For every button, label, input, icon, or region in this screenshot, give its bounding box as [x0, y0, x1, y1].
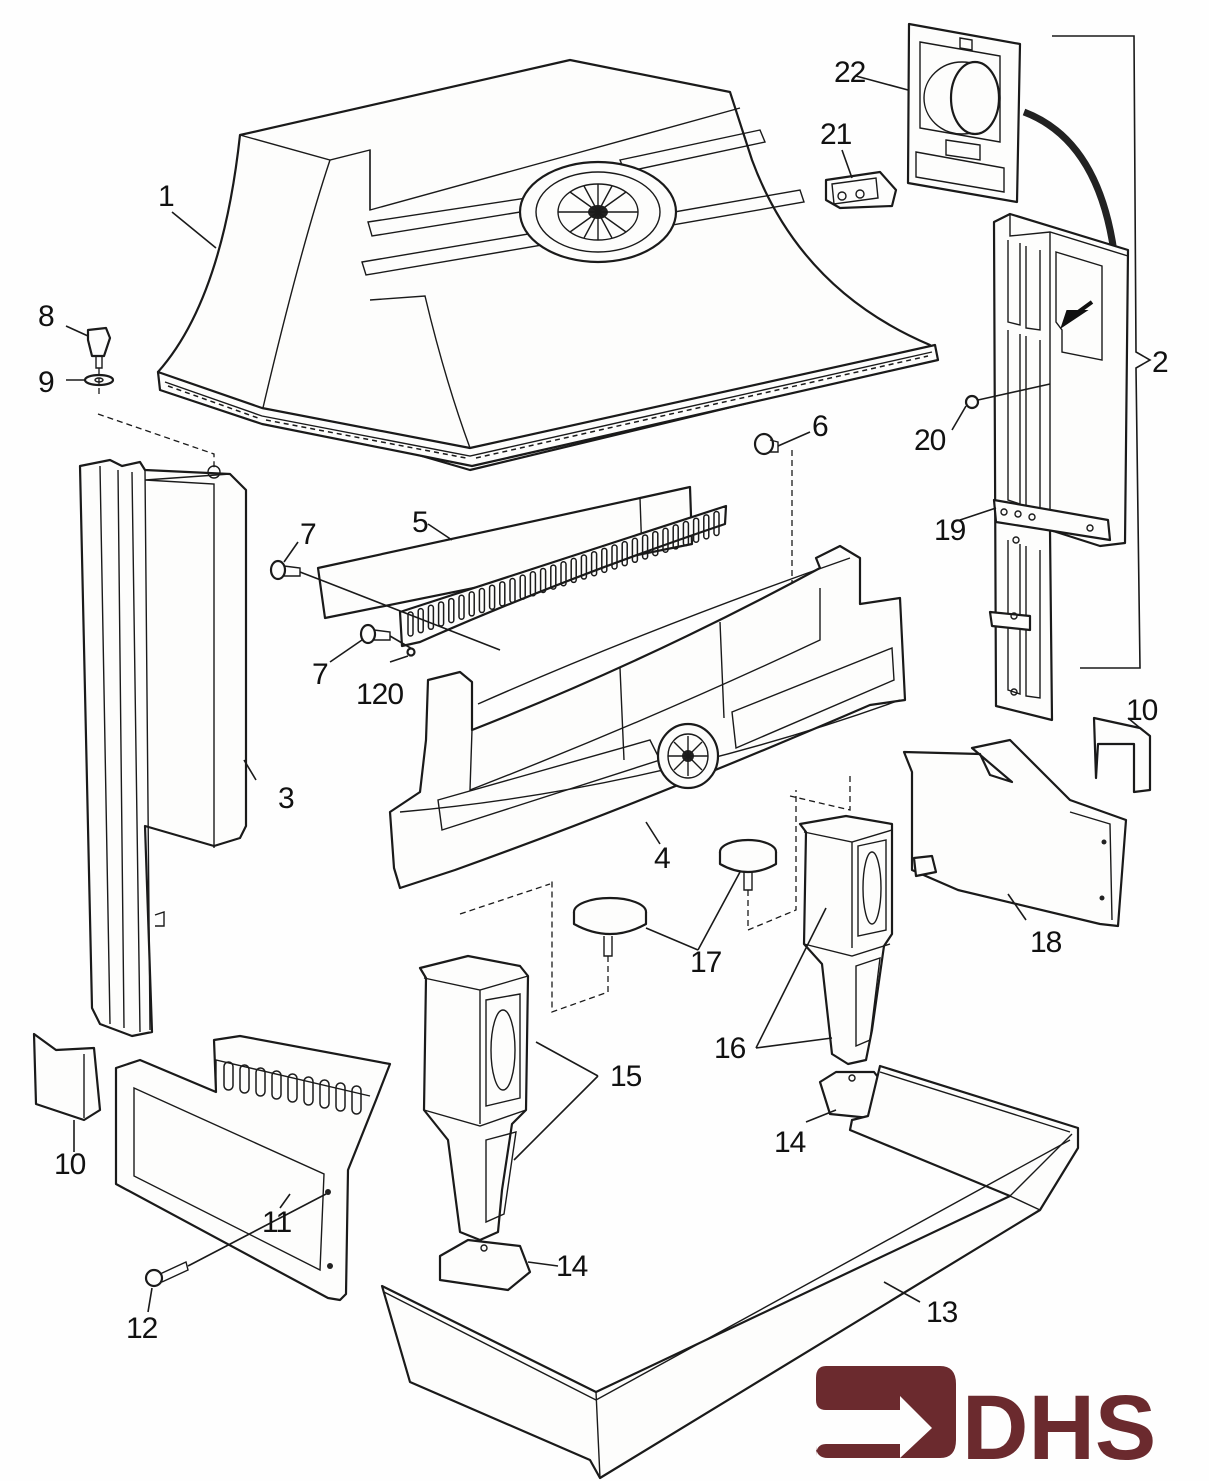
baffle-louvres — [407, 510, 720, 637]
louvre-slot — [692, 517, 700, 543]
callout-1: 1 — [158, 180, 174, 213]
louvre-slot — [611, 544, 618, 570]
part-rear-bracket — [902, 738, 1128, 928]
callout-6: 6 — [812, 410, 828, 443]
louvre-slot — [488, 584, 496, 610]
callout-120: 120 — [356, 678, 403, 711]
part-front-fret — [388, 544, 907, 890]
callout-18: 18 — [1030, 926, 1062, 959]
bracket-line-2 — [1052, 35, 1152, 669]
louvre-slot — [303, 1076, 314, 1106]
callout-15: 15 — [610, 1060, 642, 1093]
louvre-slot — [703, 514, 710, 540]
part-screw-top — [269, 559, 501, 651]
part-leg-top-knob-left — [572, 896, 648, 957]
louvre-slot — [499, 581, 506, 607]
rosette-icon — [557, 183, 639, 241]
callout-labels: 1 2 3 4 5 6 7 7 8 9 10 10 11 12 13 14 14… — [38, 56, 1169, 1345]
louvre-slot — [509, 577, 516, 604]
part-nut — [406, 647, 416, 657]
louvre-slot — [672, 524, 679, 550]
louvre-slot — [570, 557, 577, 584]
logo-text: DHS — [962, 1377, 1156, 1479]
callout-8: 8 — [38, 300, 54, 333]
callout-2: 2 — [1152, 346, 1168, 379]
louvre-slot — [255, 1067, 266, 1097]
part-canopy-hood — [156, 58, 940, 472]
louvre-slot — [427, 604, 435, 631]
louvre-slot — [319, 1079, 330, 1109]
louvre-slot — [631, 537, 639, 564]
callout-13: 13 — [926, 1296, 958, 1329]
part-louvred-baffle — [316, 485, 728, 648]
part-side-bracket — [114, 1034, 392, 1302]
part-star-washer — [964, 383, 1051, 410]
part-clip-left — [32, 1032, 102, 1122]
louvre-slot — [529, 571, 537, 597]
callout-4: 4 — [654, 842, 670, 875]
part-leg-left — [418, 954, 532, 1292]
louvre-slot — [641, 534, 649, 560]
louvre-slot — [335, 1082, 346, 1112]
part-side-panel — [78, 458, 248, 1038]
louvre-slot — [550, 564, 557, 590]
callout-10-right: 10 — [1126, 694, 1158, 727]
louvre-slot — [713, 510, 720, 537]
louvre-slot — [590, 550, 598, 577]
louvre-slot — [271, 1070, 282, 1100]
louvre-slot — [662, 527, 669, 553]
louvre-slot — [682, 520, 690, 547]
callout-22: 22 — [834, 56, 866, 89]
callout-17: 17 — [690, 946, 722, 979]
part-leg-top-knob-right — [718, 838, 778, 891]
callout-16: 16 — [714, 1032, 746, 1065]
louvre-slot — [458, 594, 465, 620]
dhs-logo: DHS — [816, 1366, 1156, 1479]
part-clip-right — [1092, 716, 1152, 794]
part-rocker-switch — [824, 170, 898, 210]
part-control-housing — [988, 212, 1130, 722]
callout-7-bottom: 7 — [312, 658, 328, 691]
callout-3: 3 — [278, 782, 294, 815]
louvre-slot — [448, 597, 455, 624]
leader-lines — [65, 75, 1141, 1313]
arrow-right-icon — [816, 1366, 956, 1458]
callout-10-left: 10 — [54, 1148, 86, 1181]
louvre-slot — [223, 1061, 234, 1091]
louvre-slot — [539, 567, 547, 594]
part-self-tapping-screw — [144, 1193, 327, 1288]
callout-5: 5 — [412, 506, 428, 539]
part-bolt — [86, 326, 112, 369]
cable — [1022, 108, 1118, 253]
callout-9: 9 — [38, 366, 54, 399]
part-hearth-tray — [380, 1064, 1080, 1480]
callout-7-top: 7 — [300, 518, 316, 551]
louvre-slot — [351, 1085, 362, 1115]
louvre-slot — [601, 547, 608, 574]
part-control-panel — [906, 22, 1022, 204]
louvre-slot — [560, 561, 567, 587]
callout-14-right: 14 — [774, 1126, 806, 1159]
louvre-slot — [287, 1073, 298, 1103]
callout-19: 19 — [934, 514, 966, 547]
louvre-slot — [621, 540, 628, 567]
louvre-slot — [239, 1064, 250, 1094]
side-bracket-louvres — [223, 1061, 362, 1115]
louvre-slot — [468, 591, 475, 617]
louvre-slot — [407, 611, 414, 637]
louvre-slot — [580, 554, 588, 580]
louvre-slot — [478, 587, 486, 614]
louvre-slot — [652, 530, 659, 557]
louvre-slot — [437, 601, 445, 627]
callout-21: 21 — [820, 118, 852, 151]
callout-14-left: 14 — [556, 1250, 588, 1283]
louvre-slot — [519, 574, 526, 600]
callout-20: 20 — [914, 424, 946, 457]
callout-12: 12 — [126, 1312, 158, 1345]
callout-11: 11 — [262, 1206, 291, 1239]
rosette-icon-small — [667, 733, 709, 779]
